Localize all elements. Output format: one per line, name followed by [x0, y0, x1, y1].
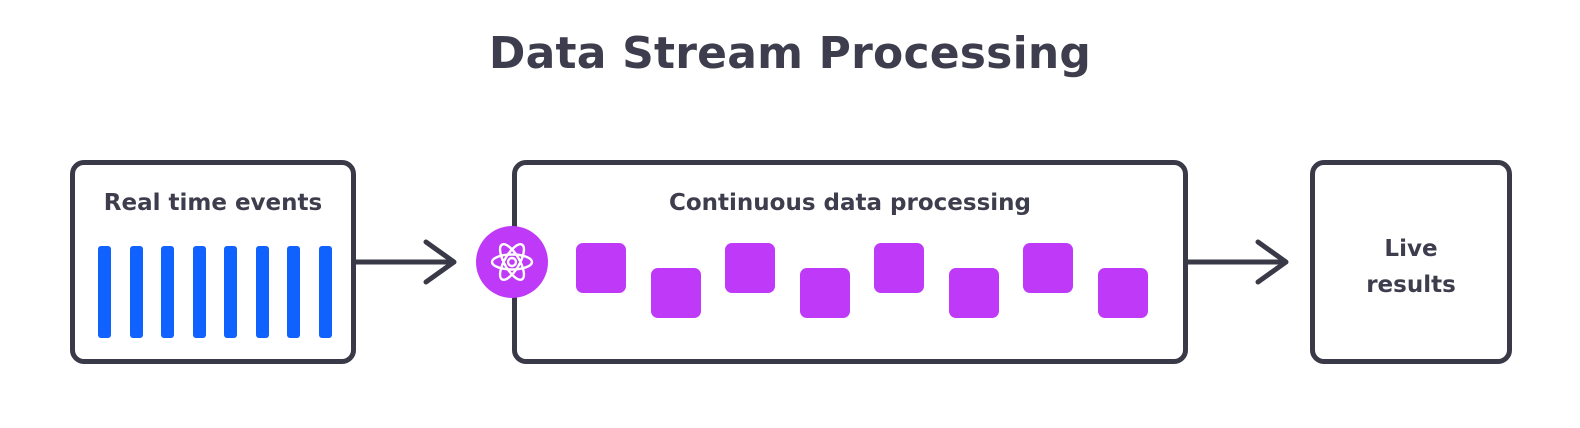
event-bar [129, 246, 143, 338]
data-packet [576, 243, 626, 293]
data-packet [725, 243, 775, 293]
arrow-events-to-processing [353, 239, 457, 285]
event-bar [318, 246, 332, 338]
data-packet [650, 268, 701, 318]
event-bar [287, 246, 300, 338]
data-packet [874, 243, 924, 293]
event-bar [192, 246, 206, 338]
results-stage-box: Live results [1310, 160, 1512, 364]
results-stage-label: Live results [1366, 236, 1456, 298]
event-bar [98, 246, 111, 338]
processing-stage-box: Continuous data processing [512, 160, 1188, 364]
data-packet [799, 268, 850, 318]
events-stage-box: Real time events [70, 160, 356, 364]
arrow-processing-to-results [1185, 239, 1289, 285]
processor-node [476, 226, 548, 298]
event-bar [224, 246, 237, 338]
data-packet [1097, 268, 1148, 318]
processing-stage-label: Continuous data processing [668, 190, 1031, 216]
events-stage-label: Real time events [103, 190, 323, 216]
data-packet [1023, 243, 1073, 293]
atom-icon [490, 243, 534, 281]
event-bar [161, 246, 174, 338]
event-bar [255, 246, 269, 338]
data-packet [948, 268, 999, 318]
diagram-title: Data Stream Processing [488, 28, 1092, 79]
